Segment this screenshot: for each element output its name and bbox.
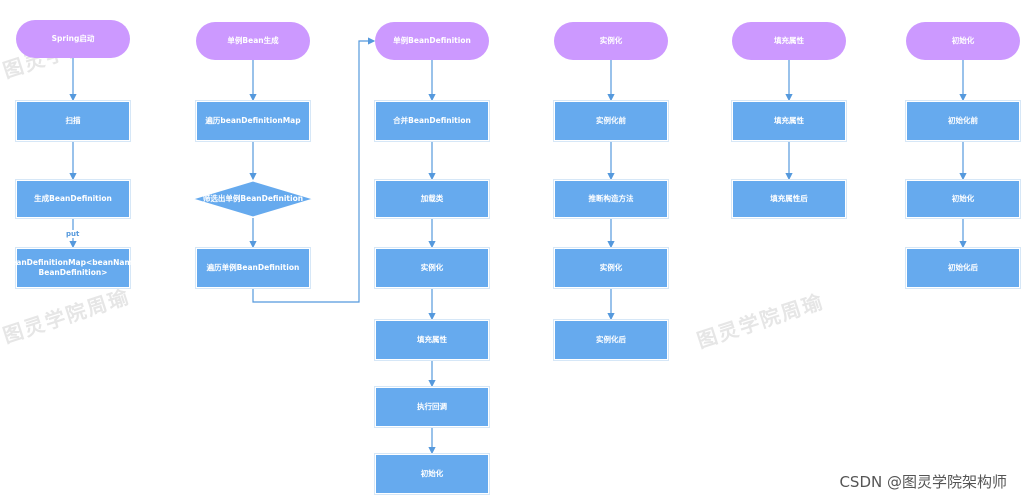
decision-node-filter-singleton[interactable]: 筛选出单例BeanDefinition (192, 180, 314, 218)
process-node-scan[interactable]: 扫描 (16, 101, 130, 141)
process-node-initialization[interactable]: 初始化 (906, 180, 1020, 218)
connector-arrow-cross-column (252, 37, 376, 303)
process-node-beandefinitionmap[interactable]: beanDefinitionMap<beanName, BeanDefiniti… (6, 248, 140, 288)
process-node-before-initialization[interactable]: 初始化前 (906, 101, 1020, 141)
process-node-after-initialization[interactable]: 初始化后 (906, 248, 1020, 288)
process-node-load-class[interactable]: 加载类 (375, 180, 489, 218)
process-node-after-instantiation[interactable]: 实例化后 (554, 320, 668, 360)
process-node-iterate-beandefinitionmap[interactable]: 遍历beanDefinitionMap (196, 101, 310, 141)
process-node-initialize[interactable]: 初始化 (375, 454, 489, 494)
process-node-before-instantiation[interactable]: 实例化前 (554, 101, 668, 141)
process-node-populate-properties[interactable]: 填充属性 (375, 320, 489, 360)
process-node-infer-constructor[interactable]: 推断构造方法 (554, 180, 668, 218)
csdn-credit: CSDN @图灵学院架构师 (839, 473, 1007, 491)
start-node-singleton-beandefinition[interactable]: 单例BeanDefinition (375, 22, 489, 60)
start-node-initialization[interactable]: 初始化 (906, 22, 1020, 60)
start-node-instantiation[interactable]: 实例化 (554, 22, 668, 60)
process-node-populate-properties[interactable]: 填充属性 (732, 101, 846, 141)
process-node-instantiate[interactable]: 实例化 (554, 248, 668, 288)
process-node-after-populate-properties[interactable]: 填充属性后 (732, 180, 846, 218)
process-node-merge-beandefinition[interactable]: 合并BeanDefinition (375, 101, 489, 141)
process-node-instantiate[interactable]: 实例化 (375, 248, 489, 288)
process-node-iterate-singleton[interactable]: 遍历单例BeanDefinition (196, 248, 310, 288)
start-node-singleton-bean-generation[interactable]: 单例Bean生成 (196, 22, 310, 60)
process-node-execute-callbacks[interactable]: 执行回调 (375, 387, 489, 427)
start-node-spring-startup[interactable]: Spring启动 (16, 20, 130, 58)
process-node-generate-beandefinition[interactable]: 生成BeanDefinition (16, 180, 130, 218)
edge-label-put: put (65, 230, 81, 238)
decision-node-label: 筛选出单例BeanDefinition (202, 194, 304, 203)
start-node-populate-properties[interactable]: 填充属性 (732, 22, 846, 60)
